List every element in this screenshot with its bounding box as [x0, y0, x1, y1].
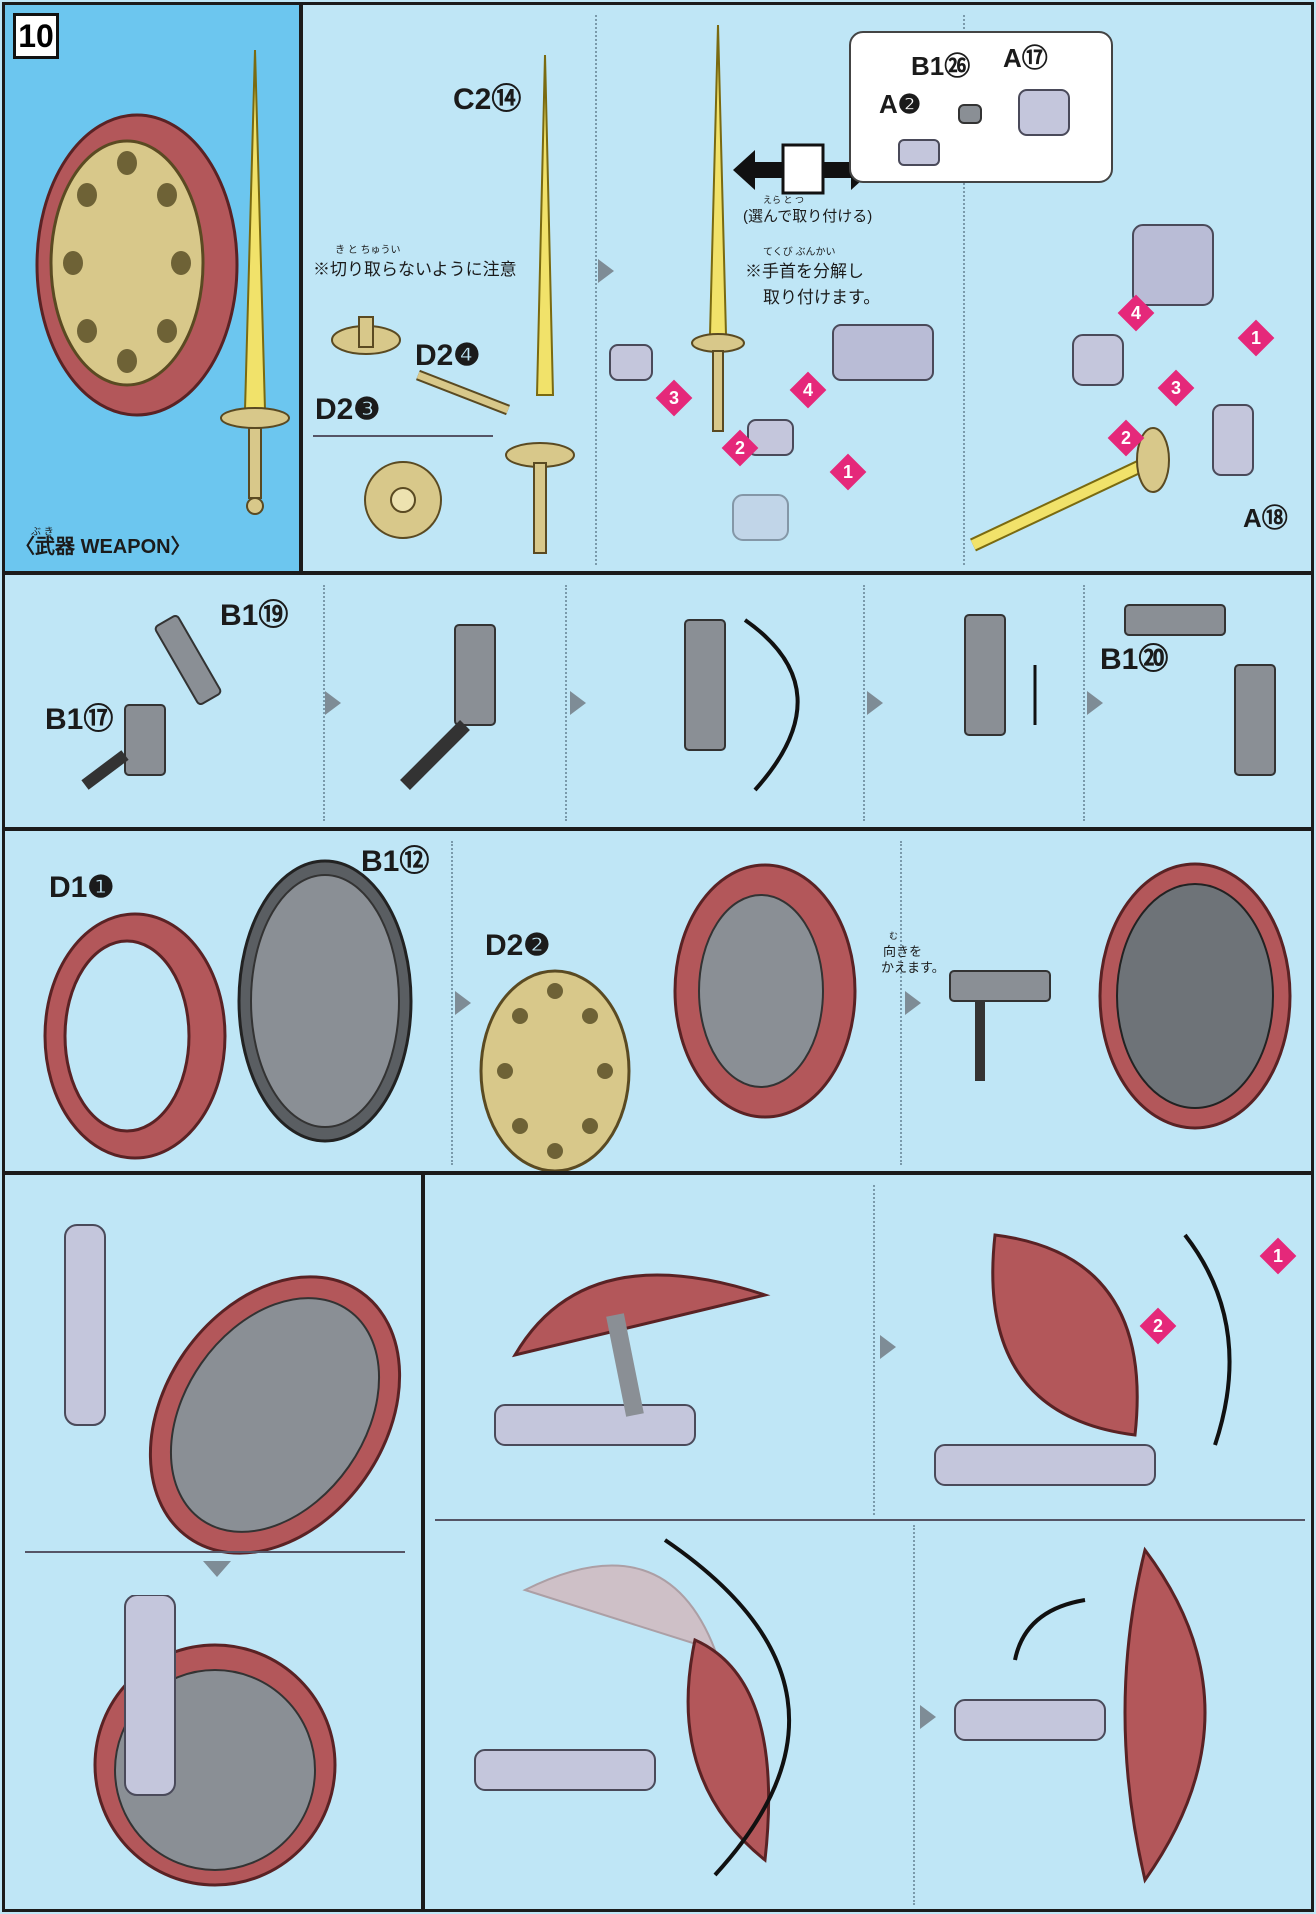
column-divider [873, 1185, 875, 1515]
choose-attach-note: (選んで取り付ける) [743, 205, 872, 226]
shield-open-step2 [915, 1195, 1275, 1505]
part-label-c2-14: C2⑭ [453, 85, 521, 115]
next-step-arrow [905, 991, 921, 1015]
shield-assembly [665, 851, 865, 1131]
column-divider [451, 841, 453, 1165]
down-arrow [203, 1561, 231, 1577]
next-step-arrow [1087, 691, 1103, 715]
grip-parts [65, 605, 285, 805]
part-label-d1-1: D1❶ [49, 873, 114, 903]
next-step-arrow [867, 691, 883, 715]
sub-divider [25, 1551, 405, 1553]
shield-illustration [17, 95, 247, 425]
next-step-arrow [325, 691, 341, 715]
hand-back-part [605, 340, 665, 390]
column-divider [565, 585, 567, 821]
hilt-top-view [348, 445, 458, 555]
attach-shield-panel [2, 1172, 424, 1912]
caution-note: ※切り取らないように注意 [313, 255, 517, 280]
turn-around-line2: かえます。 [881, 957, 945, 976]
sub-divider [435, 1519, 1305, 1521]
part-label-a-18: A⑱ [1243, 505, 1288, 531]
grip-rotate [605, 600, 865, 810]
weapon-caption-kanji: 武器 [35, 536, 75, 558]
part-label-a-17: A⑰ [1003, 45, 1048, 71]
weapon-caption: 〈武器 WEAPON〉 [15, 537, 191, 557]
column-divider [595, 15, 597, 565]
shield-flip-step3 [465, 1530, 885, 1900]
part-label-d2-4: D2❹ [415, 341, 480, 371]
arm-forearm [803, 305, 943, 445]
sword-with-hilt [688, 25, 748, 455]
grip-assembly-panel: B1⑲ B1⑰ B1⑳ [2, 572, 1314, 830]
wrist-note-ruby: てくび ぶんかい [763, 243, 835, 258]
grip-with-clip [1105, 595, 1305, 815]
shield-flip-step4 [945, 1530, 1305, 1900]
shield-back-part [225, 851, 425, 1151]
caution-ruby: き と ちゅうい [335, 241, 401, 256]
weapon-caption-en: WEAPON [81, 536, 171, 558]
next-step-arrow [880, 1335, 896, 1359]
next-step-arrow [920, 1705, 936, 1729]
grip-slide [905, 605, 1085, 805]
sword-illustration [215, 50, 295, 530]
removed-hand-ghost [728, 490, 798, 550]
step-number: 10 [13, 13, 59, 59]
next-step-arrow [598, 259, 614, 283]
next-step-arrow [455, 991, 471, 1015]
blade-part [515, 55, 575, 405]
part-label-d2-3: D2❸ [315, 395, 380, 425]
sub-divider [313, 435, 493, 437]
callout-parts [859, 85, 1099, 175]
column-divider [900, 841, 902, 1165]
badge-step-1: 1 [830, 454, 867, 491]
shield-rim-part [35, 901, 235, 1171]
assembled-hilt [495, 425, 585, 565]
grip-part [413, 365, 523, 425]
shield-front-plate [475, 961, 635, 1174]
clip-part [940, 961, 1060, 1101]
part-label-b1-26: B1㉖ [911, 53, 970, 79]
arm-attached-shield [85, 1595, 345, 1895]
shield-assembly-panel: D1❶ B1⑫ D2❷ む 向きを かえます。 [2, 828, 1314, 1174]
shield-rotation-panel: 1 2 [422, 1172, 1314, 1912]
shield-open-step1 [465, 1205, 825, 1505]
next-step-arrow [570, 691, 586, 715]
grip-folded [385, 615, 545, 815]
part-label-d2-2: D2❷ [485, 931, 550, 961]
column-divider [913, 1525, 915, 1905]
hand-part [743, 415, 803, 465]
arm-and-shield [45, 1215, 405, 1575]
sword-assembly-panel: き と ちゅうい ※切り取らないように注意 D2❹ D2❸ C2⑭ てくび ぶん [300, 2, 1314, 574]
wrist-note-line1: ※手首を分解し [745, 257, 864, 282]
shield-back-view [1090, 851, 1300, 1141]
weapon-panel: 10 ぶ き 〈武器 WEAPON〉 [2, 2, 302, 574]
